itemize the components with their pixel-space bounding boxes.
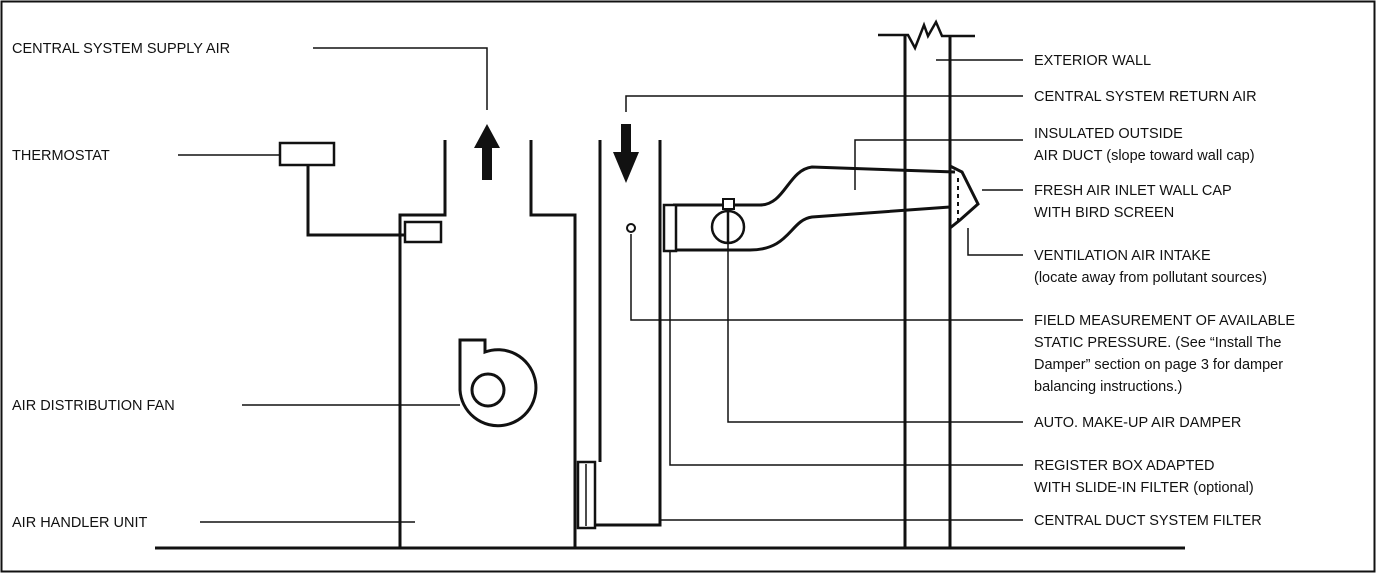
- label-insulated-duct: INSULATED OUTSIDE AIR DUCT (slope toward…: [1034, 126, 1255, 164]
- damper-actuator: [722, 198, 735, 210]
- label-air-handler-unit: AIR HANDLER UNIT: [12, 515, 147, 531]
- thermostat-wire: [306, 165, 405, 237]
- outside-air-duct-bottom: [673, 205, 951, 252]
- label-ventilation-intake-line2: (locate away from pollutant sources): [1034, 270, 1267, 286]
- outside-air-duct-top: [673, 165, 956, 207]
- leader-register-box: [669, 251, 1023, 466]
- fresh-air-wall-cap-icon: [949, 164, 980, 230]
- return-duct-right-wall: [596, 140, 662, 527]
- wall-break-symbol: [878, 19, 975, 51]
- fan-hub-icon: [470, 372, 506, 408]
- label-ventilation-intake: VENTILATION AIR INTAKE (locate away from…: [1034, 248, 1267, 286]
- leader-return-air: [625, 95, 1023, 112]
- leader-supply-air: [313, 47, 488, 110]
- label-field-measurement: FIELD MEASUREMENT OF AVAILABLE STATIC PR…: [1034, 313, 1299, 395]
- label-register-box: REGISTER BOX ADAPTED WITH SLIDE-IN FILTE…: [1034, 458, 1254, 496]
- label-exterior-wall: EXTERIOR WALL: [1034, 53, 1151, 69]
- label-register-box-line1: REGISTER BOX ADAPTED: [1034, 458, 1215, 474]
- label-field-measurement-line4: balancing instructions.): [1034, 379, 1182, 395]
- air-handler-sensor: [403, 220, 443, 244]
- label-fresh-air-cap-line1: FRESH AIR INLET WALL CAP: [1034, 183, 1231, 199]
- thermostat-box: [278, 141, 336, 167]
- label-register-box-line2: WITH SLIDE-IN FILTER (optional): [1034, 480, 1254, 496]
- leader-field-measurement: [630, 234, 1023, 321]
- label-field-measurement-line3: Damper” section on page 3 for damper: [1034, 357, 1283, 373]
- air-handler-cabinet: [398, 140, 447, 548]
- leader-makeup-damper: [727, 243, 1023, 423]
- label-thermostat: THERMOSTAT: [12, 148, 110, 164]
- leader-insulated-duct: [854, 139, 1023, 190]
- label-fresh-air-cap-line2: WITH BIRD SCREEN: [1034, 205, 1174, 221]
- static-pressure-port: [626, 223, 636, 233]
- return-air-arrow-icon: [613, 124, 639, 183]
- label-field-measurement-line2: STATIC PRESSURE. (See “Install The: [1034, 335, 1281, 351]
- label-air-distribution-fan: AIR DISTRIBUTION FAN: [12, 398, 175, 414]
- label-makeup-damper: AUTO. MAKE-UP AIR DAMPER: [1034, 415, 1241, 431]
- leader-ventilation-intake: [967, 228, 1023, 256]
- label-insulated-duct-line2: AIR DUCT (slope toward wall cap): [1034, 148, 1255, 164]
- label-fresh-air-cap: FRESH AIR INLET WALL CAP WITH BIRD SCREE…: [1034, 183, 1235, 221]
- label-field-measurement-line1: FIELD MEASUREMENT OF AVAILABLE: [1034, 313, 1295, 329]
- register-box-icon: [662, 203, 678, 253]
- label-central-return-air: CENTRAL SYSTEM RETURN AIR: [1034, 89, 1257, 105]
- label-insulated-duct-line1: INSULATED OUTSIDE: [1034, 126, 1183, 142]
- label-ventilation-intake-line1: VENTILATION AIR INTAKE: [1034, 248, 1211, 264]
- supply-air-arrow-icon: [474, 124, 500, 180]
- label-central-supply-air: CENTRAL SYSTEM SUPPLY AIR: [12, 41, 230, 57]
- label-duct-filter: CENTRAL DUCT SYSTEM FILTER: [1034, 513, 1262, 529]
- air-handler-right-wall: [529, 140, 577, 548]
- air-distribution-fan-icon: [458, 338, 538, 428]
